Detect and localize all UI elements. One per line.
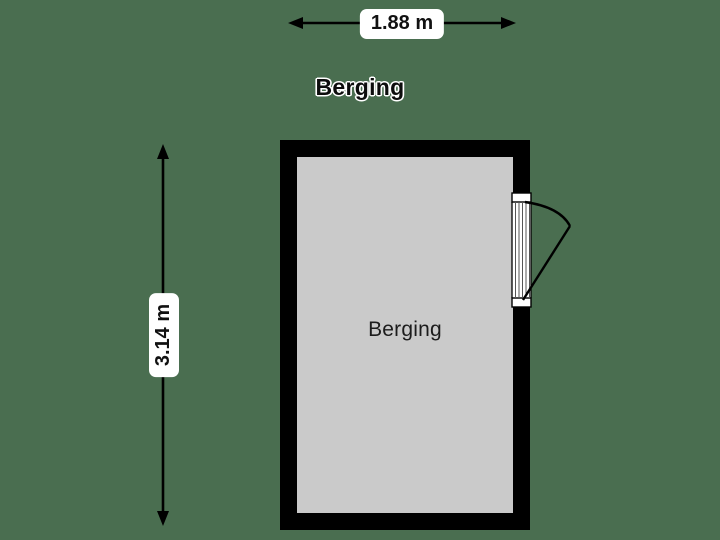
- room-name-label: Berging: [368, 318, 442, 341]
- page-title: Berging: [315, 74, 405, 100]
- dimension-width-label: 1.88 m: [359, 9, 445, 39]
- dimension-height: 3.14 m: [148, 142, 180, 528]
- room-floor: [297, 157, 513, 513]
- dimension-width: 1.88 m: [286, 8, 518, 40]
- dimension-height-label: 3.14 m: [149, 292, 179, 378]
- door-icon: [511, 192, 572, 308]
- door-swing-door: [505, 190, 595, 310]
